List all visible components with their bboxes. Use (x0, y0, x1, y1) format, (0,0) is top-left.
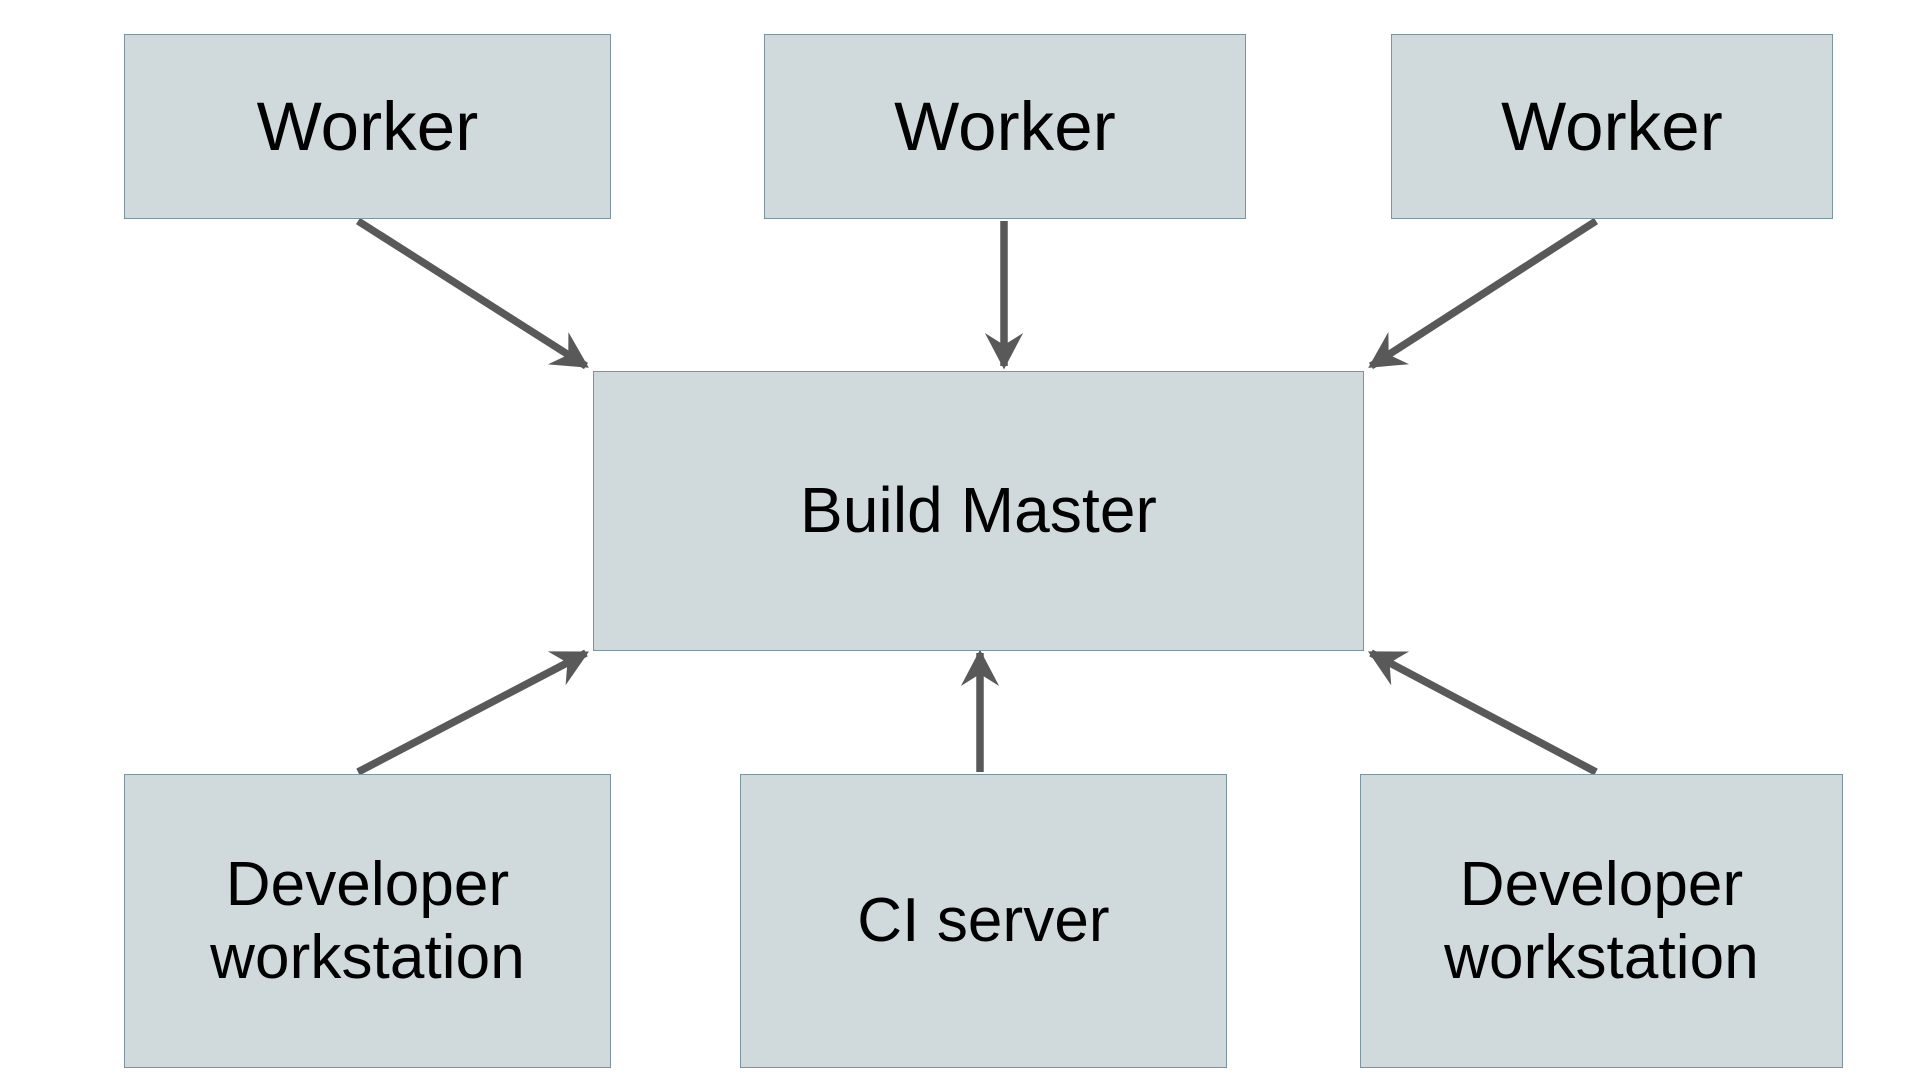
edge-worker-1-to-build-master (355, 217, 589, 370)
node-worker-1-label: Worker (256, 87, 479, 165)
node-worker-1[interactable]: Worker (124, 34, 611, 219)
node-worker-3[interactable]: Worker (1391, 34, 1833, 219)
node-developer-workstation-1-label: Developer workstation (210, 849, 525, 992)
node-build-master[interactable]: Build Master (593, 371, 1364, 651)
node-worker-2-label: Worker (894, 87, 1116, 165)
node-worker-2[interactable]: Worker (764, 34, 1246, 219)
edge-worker-3-to-build-master (1368, 217, 1599, 370)
node-build-master-label: Build Master (800, 474, 1157, 547)
node-ci-server[interactable]: CI server (740, 774, 1227, 1068)
edge-dev-ws-2-to-build-master (1368, 649, 1598, 776)
node-developer-workstation-2[interactable]: Developer workstation (1360, 774, 1843, 1068)
node-worker-3-label: Worker (1501, 87, 1723, 165)
node-developer-workstation-1[interactable]: Developer workstation (124, 774, 611, 1068)
edge-dev-ws-1-to-build-master (356, 649, 589, 776)
node-developer-workstation-2-label: Developer workstation (1444, 849, 1759, 992)
node-ci-server-label: CI server (857, 886, 1110, 956)
